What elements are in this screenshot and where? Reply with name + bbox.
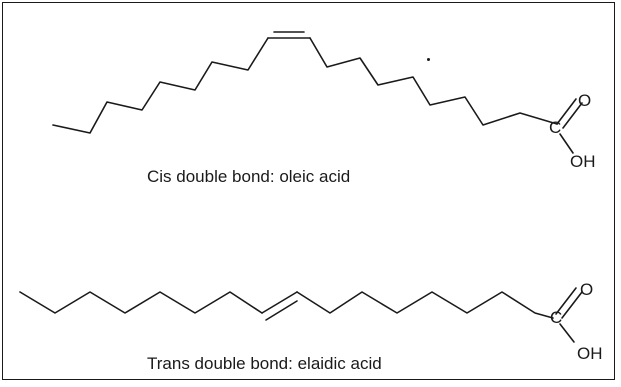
oleic-carbonyl-bond-2: [562, 102, 583, 129]
stray-dot: [427, 58, 430, 61]
elaidic-carboxyl-carbon: C: [550, 308, 562, 327]
elaidic-carbonyl-bond-2: [561, 291, 583, 319]
elaidic-chain-left: [19, 291, 263, 314]
oleic-carboxyl-carbon: C: [549, 118, 561, 137]
oleic-chain-left: [52, 37, 269, 134]
oleic-carbonyl-bond-1: [556, 98, 577, 125]
elaidic-double-bond-inner: [265, 300, 298, 321]
oleic-chain-right: [309, 37, 558, 126]
elaidic-chain-right: [296, 291, 554, 319]
oleic-hydroxyl-bond: [559, 133, 574, 154]
elaidic-caption: Trans double bond: elaidic acid: [147, 354, 382, 373]
diagram-frame: [2, 2, 615, 380]
elaidic-acid-structure: O C OH: [19, 280, 603, 363]
oleic-carbonyl-oxygen: O: [578, 91, 591, 110]
elaidic-hydroxyl-bond: [559, 323, 575, 343]
elaidic-carbonyl-oxygen: O: [580, 280, 593, 299]
oleic-acid-structure: O C OH: [52, 31, 596, 171]
elaidic-hydroxyl: OH: [577, 344, 603, 363]
elaidic-double-bond-outer: [261, 291, 298, 314]
oleic-caption: Cis double bond: oleic acid: [147, 167, 351, 186]
elaidic-carbonyl-bond-1: [555, 287, 577, 315]
oleic-hydroxyl: OH: [570, 152, 596, 171]
